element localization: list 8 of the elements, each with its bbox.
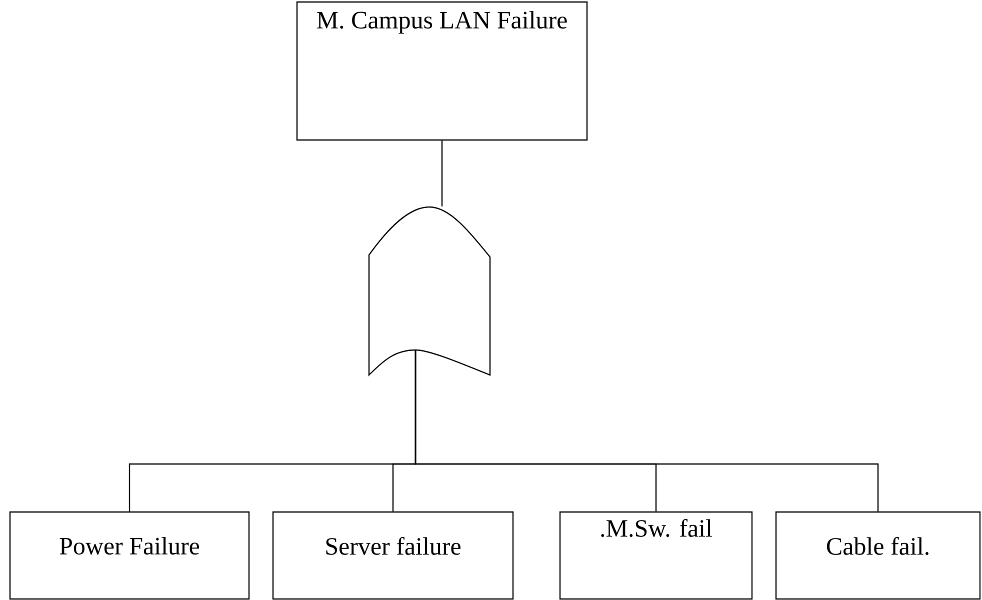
event-box: M. Campus LAN Failure: [296, 1, 588, 141]
event-box: Cable fail.: [775, 511, 981, 600]
connector-line: [414, 350, 879, 512]
or-gate: [368, 206, 491, 376]
event-box: .M.Sw. fail: [559, 511, 753, 600]
event-box: Server failure: [272, 511, 514, 600]
event-box: Power Failure: [9, 511, 250, 600]
connector-line: [441, 140, 443, 206]
